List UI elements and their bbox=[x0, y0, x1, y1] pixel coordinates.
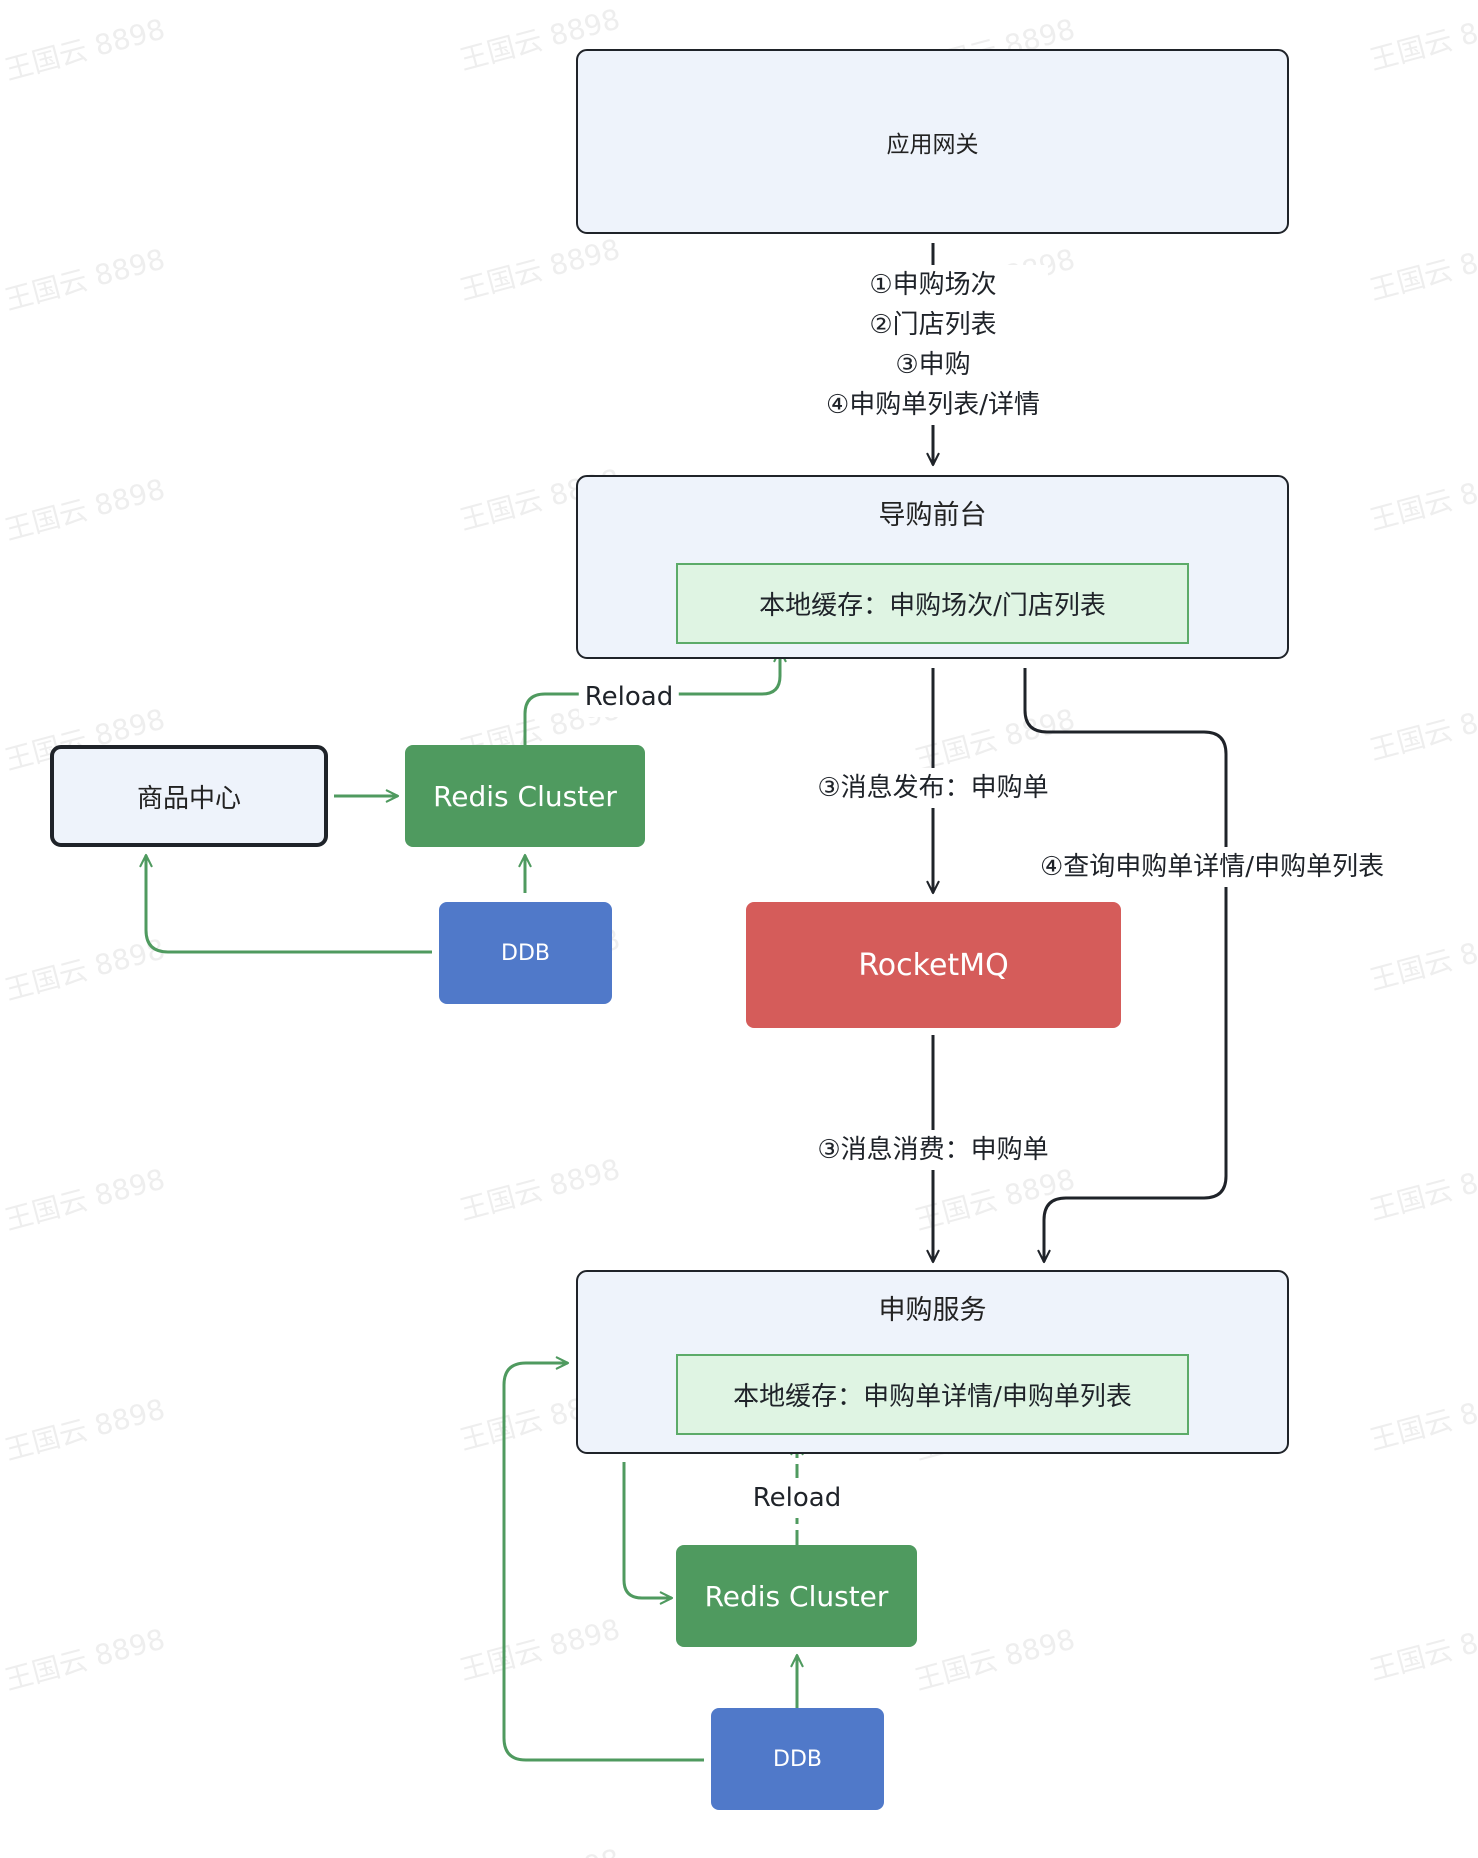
call-item-1: ①申购场次 bbox=[869, 270, 997, 300]
guide-front-cache-label: 本地缓存：申购场次/门店列表 bbox=[759, 591, 1106, 621]
edge-ddb-to-service bbox=[502, 1356, 704, 1762]
call-item-3: ③申购 bbox=[895, 350, 971, 380]
redis-cluster-top: Redis Cluster bbox=[405, 745, 645, 847]
edge-label-reload-top: Reload bbox=[578, 677, 680, 717]
edge-ddb-to-mall bbox=[139, 853, 432, 954]
edge-label-consume: ③消息消费：申购单 bbox=[811, 1130, 1055, 1170]
rocketmq-node: RocketMQ bbox=[746, 902, 1121, 1028]
redis-cluster-bottom: Redis Cluster bbox=[676, 1545, 917, 1647]
guide-front-cache: 本地缓存：申购场次/门店列表 bbox=[676, 563, 1189, 644]
apply-service-cache-label: 本地缓存：申购单详情/申购单列表 bbox=[733, 1382, 1132, 1412]
mall-center-node: 商品中心 bbox=[50, 745, 328, 847]
ddb-top-label: DDB bbox=[501, 940, 550, 966]
apply-service-title: 申购服务 bbox=[878, 1295, 987, 1326]
gateway-node: 应用网关 bbox=[576, 49, 1289, 234]
edge-label-reload-bottom: Reload bbox=[746, 1478, 848, 1518]
mall-center-label: 商品中心 bbox=[136, 783, 241, 814]
rocketmq-label: RocketMQ bbox=[858, 947, 1009, 983]
ddb-top: DDB bbox=[439, 902, 612, 1004]
edge-front-query-service bbox=[1023, 668, 1228, 1264]
call-item-2: ②门店列表 bbox=[869, 310, 997, 340]
apply-service-cache: 本地缓存：申购单详情/申购单列表 bbox=[676, 1354, 1189, 1435]
edge-service-to-redis-bottom bbox=[622, 1462, 674, 1605]
call-item-4: ④申购单列表/详情 bbox=[825, 390, 1041, 420]
ddb-bottom: DDB bbox=[711, 1708, 884, 1810]
gateway-title: 应用网关 bbox=[886, 131, 979, 158]
ddb-bottom-label: DDB bbox=[773, 1746, 822, 1772]
redis-top-label: Redis Cluster bbox=[433, 779, 617, 813]
edge-label-gateway-calls: ①申购场次 ②门店列表 ③申购 ④申购单列表/详情 bbox=[817, 265, 1049, 425]
guide-front-title: 导购前台 bbox=[878, 500, 987, 531]
redis-bottom-label: Redis Cluster bbox=[704, 1579, 889, 1613]
edge-label-publish: ③消息发布：申购单 bbox=[811, 768, 1055, 808]
edge-label-query: ④查询申购单详情/申购单列表 bbox=[1034, 847, 1391, 887]
